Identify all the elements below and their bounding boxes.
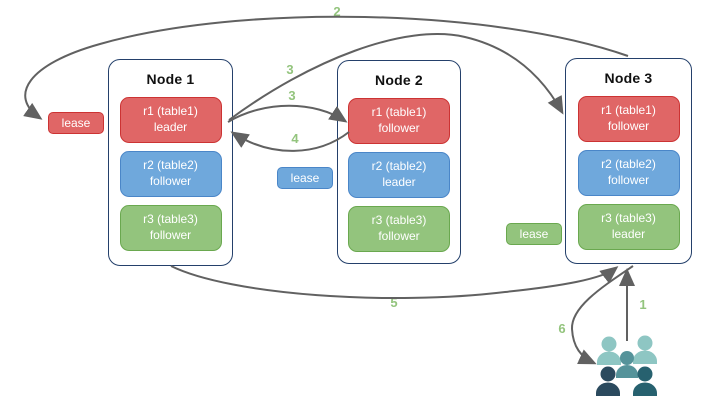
node-2-replica-r3: r3 (table3) follower	[348, 206, 450, 252]
node-1-replica-r3: r3 (table3) follower	[119, 205, 222, 251]
replica-label: r3 (table3)	[371, 213, 427, 228]
replica-label: r1 (table1)	[601, 103, 656, 118]
step-label-4: 4	[291, 131, 299, 146]
step-label-1: 1	[639, 297, 647, 312]
users-group-icon	[596, 335, 657, 396]
replica-label: r1 (table1)	[143, 104, 198, 119]
replica-label: r2 (table2)	[371, 159, 427, 174]
replica-role: follower	[149, 228, 192, 242]
lease-label: lease	[61, 116, 91, 130]
replica-label: r1 (table1)	[371, 105, 427, 120]
node-3-replica-r1: r1 (table1) follower	[577, 96, 680, 142]
node-3-replica-r2: r2 (table2) follower	[577, 150, 680, 196]
arrow-step-3-to-node2	[227, 104, 348, 123]
node-2: Node 2 r1 (table1) follower r2 (table2) …	[337, 60, 461, 264]
lease-tag-table3: lease	[506, 223, 562, 245]
node-1-replica-r1: r1 (table1) leader	[119, 97, 222, 143]
step-label-6: 6	[558, 321, 566, 336]
node-2-title: Node 2	[375, 72, 423, 88]
node-1-replica-r2: r2 (table2) follower	[119, 151, 222, 197]
replica-role: follower	[149, 174, 192, 188]
arrow-step-5	[170, 265, 619, 300]
replica-role: leader	[153, 120, 188, 134]
replica-label: r3 (table3)	[143, 212, 198, 227]
step-label-5: 5	[390, 295, 398, 310]
replica-label: r2 (table2)	[143, 158, 198, 173]
replica-role: follower	[378, 229, 420, 243]
lease-tag-table2: lease	[277, 167, 333, 189]
node-3: Node 3 r1 (table1) follower r2 (table2) …	[565, 58, 692, 264]
replica-role: leader	[611, 227, 646, 241]
step-label-2: 2	[333, 4, 341, 19]
lease-label: lease	[290, 171, 320, 185]
node-3-replica-r3: r3 (table3) leader	[577, 204, 680, 250]
replica-role: follower	[378, 121, 420, 135]
replica-role: follower	[607, 119, 650, 133]
step-label-3a: 3	[286, 62, 294, 77]
replica-role: leader	[382, 175, 416, 189]
node-1-title: Node 1	[146, 71, 195, 87]
replica-label: r3 (table3)	[601, 211, 656, 226]
node-3-title: Node 3	[604, 70, 653, 86]
lease-label: lease	[519, 227, 549, 241]
node-2-replica-r1: r1 (table1) follower	[348, 98, 450, 144]
replica-label: r2 (table2)	[601, 157, 656, 172]
step-label-3b: 3	[288, 88, 296, 103]
replica-role: follower	[607, 173, 650, 187]
lease-tag-table1: lease	[48, 112, 104, 134]
node-1: Node 1 r1 (table1) leader r2 (table2) fo…	[108, 59, 233, 266]
node-2-replica-r2: r2 (table2) leader	[348, 152, 450, 198]
